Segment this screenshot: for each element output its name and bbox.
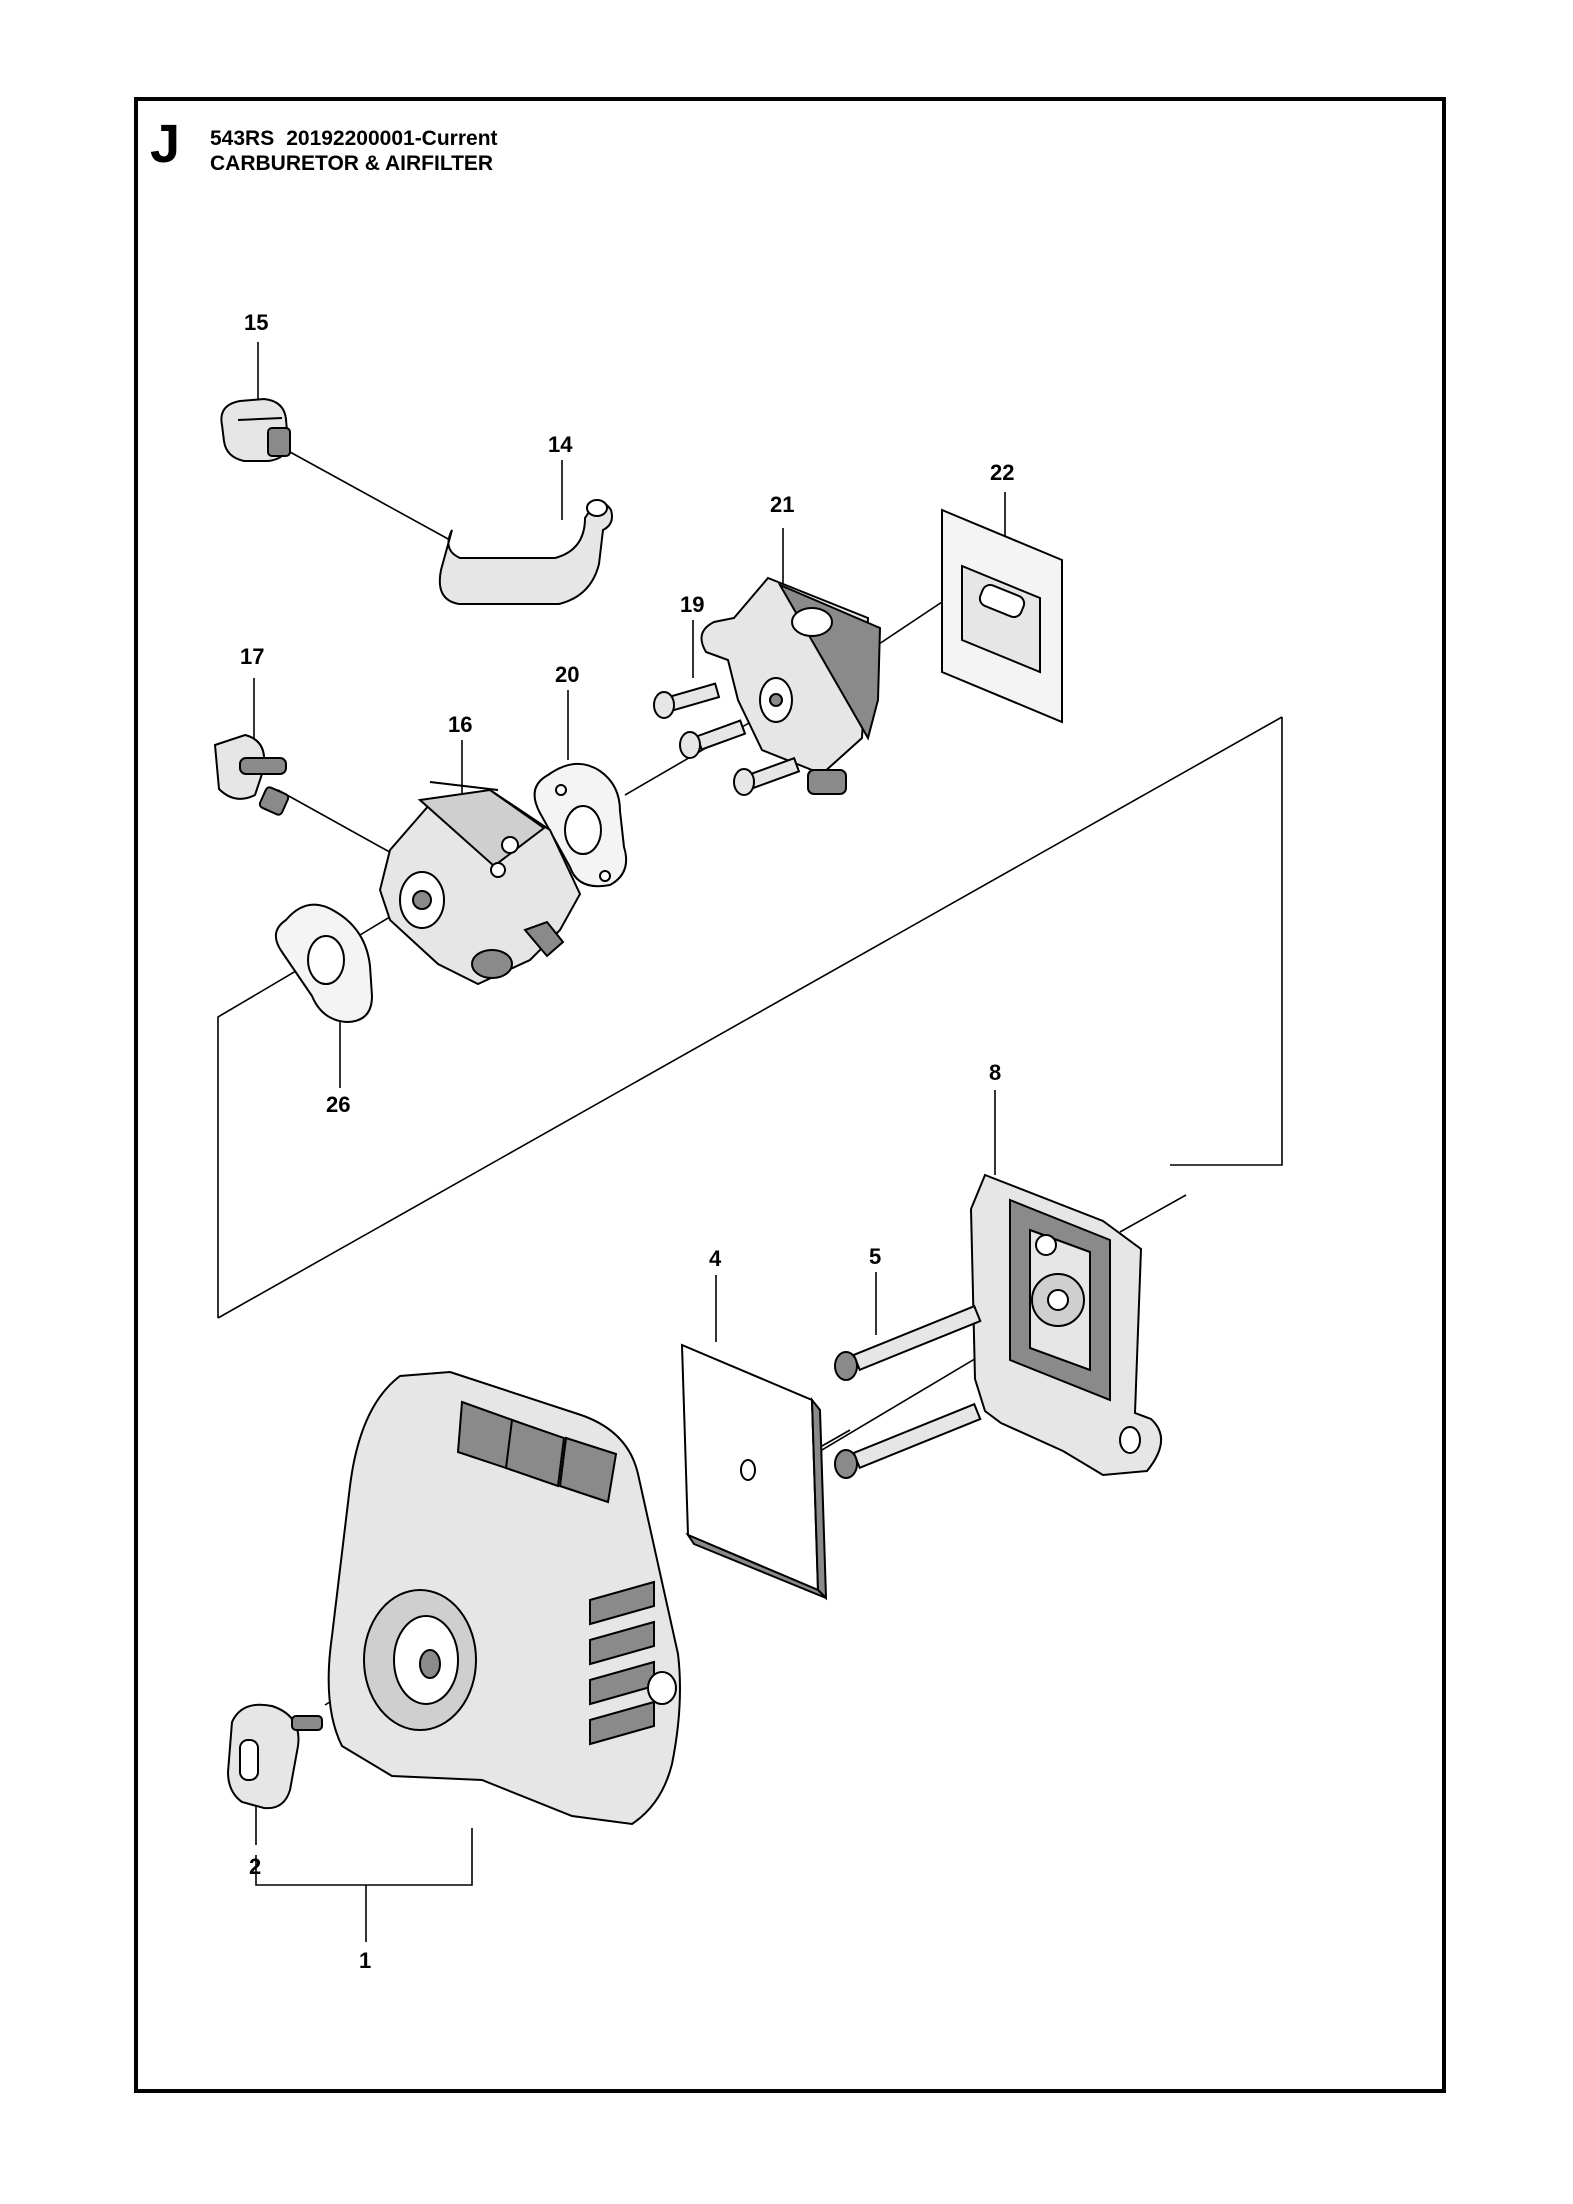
carburetor-part [378,781,582,986]
carb-gasket-part [533,763,628,888]
model-line: 543RS 20192200001-Current [210,127,510,151]
insulator-gasket-part [275,903,374,1024]
cover-knob-part [226,1703,323,1810]
callout-21: 21 [770,492,794,517]
intake-adapter-part [700,576,882,795]
long-screw-lower [834,1402,982,1479]
callout-15: 15 [244,310,268,335]
primer-bulb-part [220,397,291,462]
intake-gasket-part [941,508,1063,724]
callout-19: 19 [680,592,704,617]
callout-5: 5 [869,1244,881,1269]
callout-20: 20 [555,662,579,687]
callout-2: 2 [249,1854,261,1879]
long-screw-upper [834,1304,982,1381]
callout-16: 16 [448,712,472,737]
screw-upper [653,682,721,719]
screw-middle [679,719,747,759]
callout-4: 4 [709,1246,722,1271]
callout-17: 17 [240,644,264,669]
part-code: 20192200001-Current [286,127,498,150]
filter-holder-screws-part [834,1304,982,1479]
callout-22: 22 [990,460,1014,485]
air-filter-element-part [680,1343,828,1601]
callout-26: 26 [326,1092,350,1117]
choke-lever-part [213,733,290,816]
section-letter: J [150,114,181,174]
filter-cover-part [327,1370,681,1826]
callout-labels: 15 14 21 22 19 17 20 16 26 8 4 5 2 1 [240,310,1014,1973]
mounting-screws-part [653,682,801,796]
callout-14: 14 [548,432,573,457]
model-number: 543RS [210,127,275,150]
diagram-title: CARBURETOR & AIRFILTER [210,152,494,175]
callout-1: 1 [359,1948,371,1973]
callout-8: 8 [989,1060,1001,1085]
filter-holder-part [969,1173,1163,1477]
fuel-hose-part [438,499,613,605]
page-frame [134,97,1446,2093]
screw-lower [733,756,801,796]
